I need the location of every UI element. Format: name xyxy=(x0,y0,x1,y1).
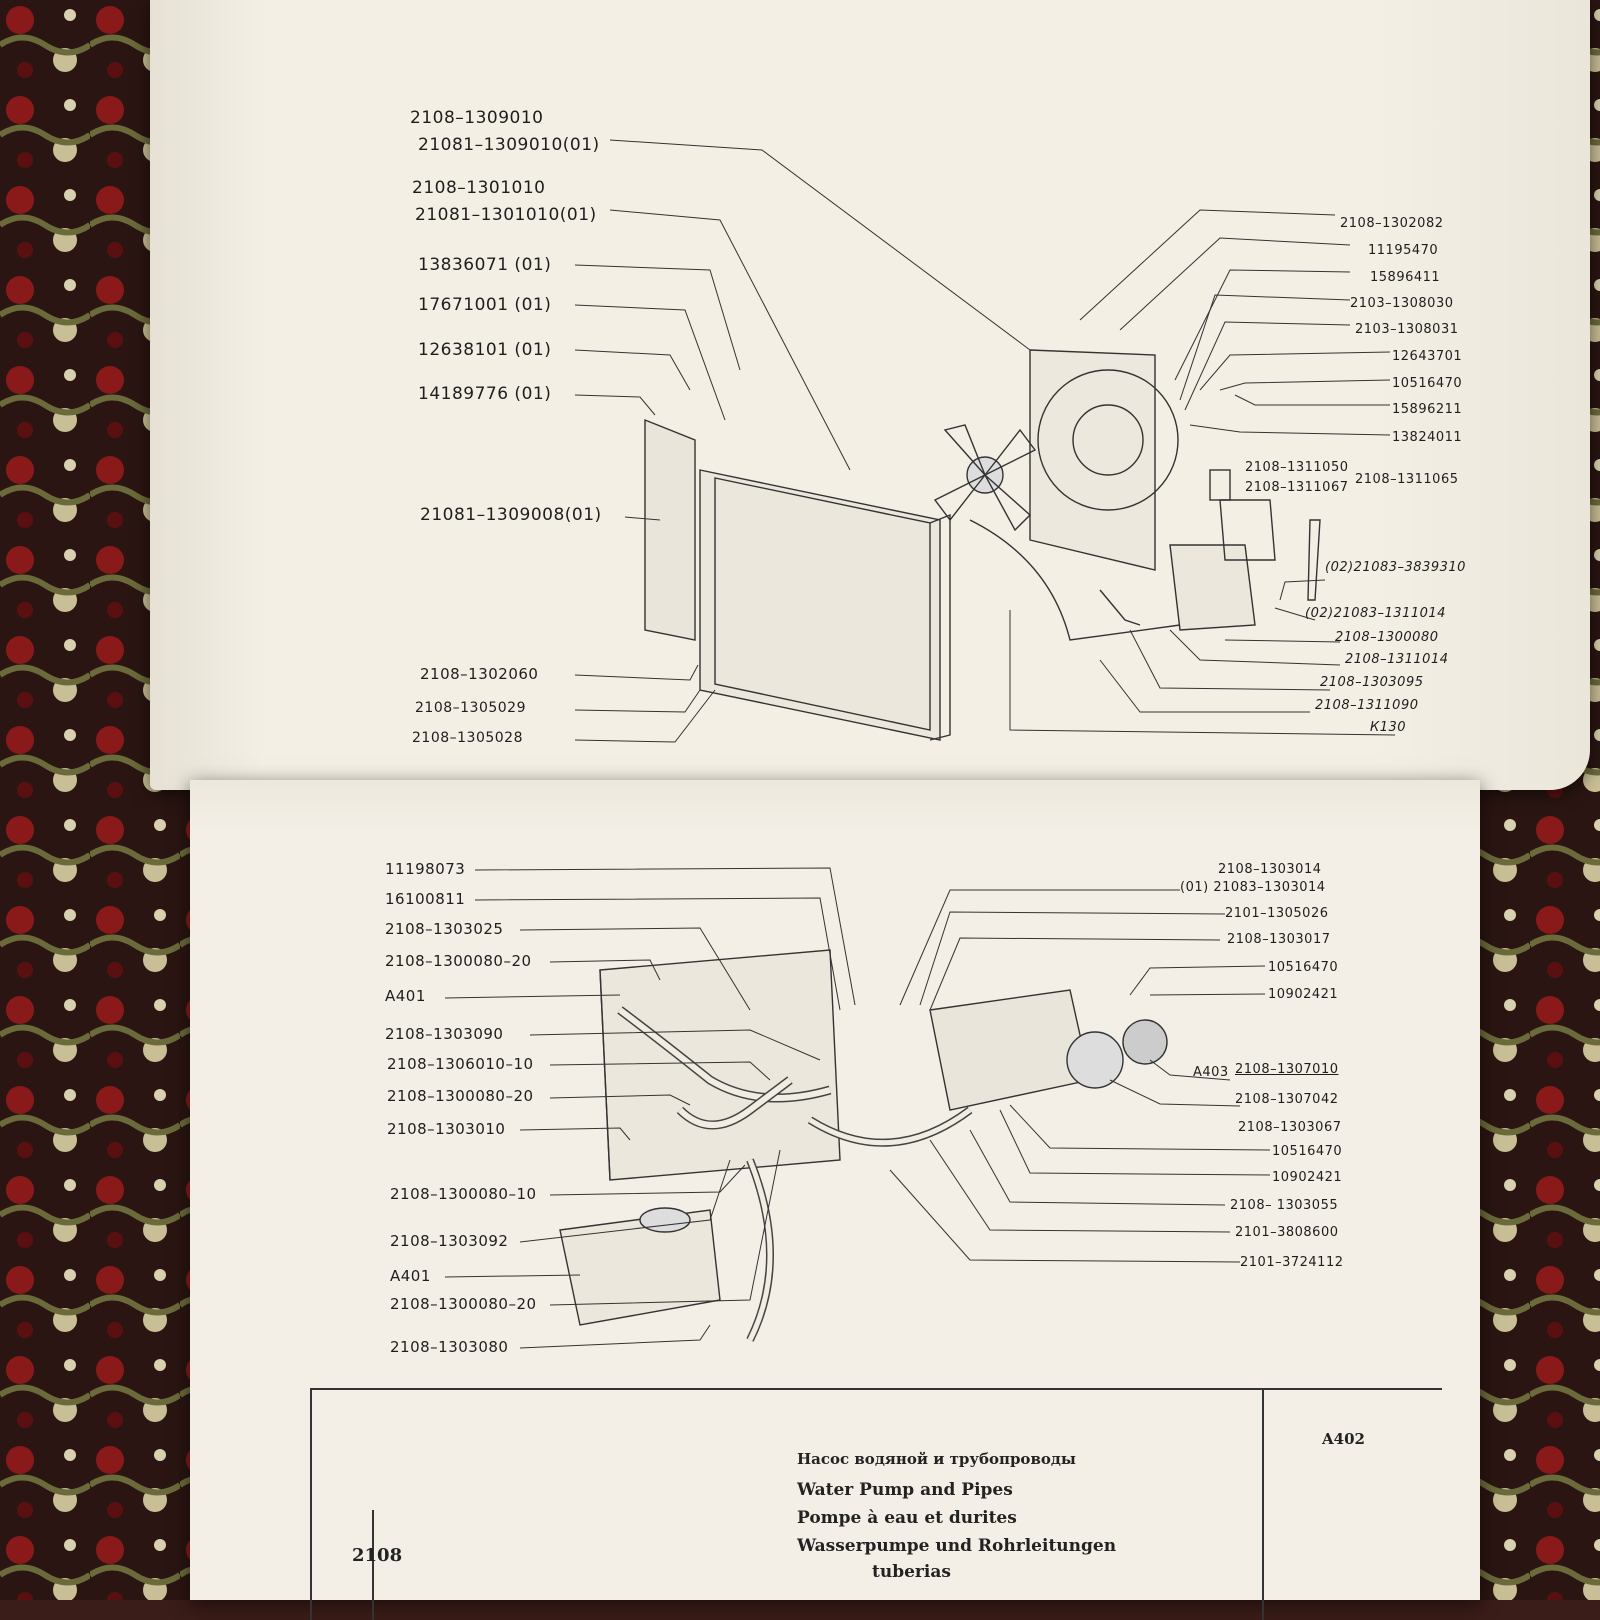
label-bottom-right-0: 2108–1303014 xyxy=(1218,862,1322,877)
label-bottom-left-4: А401 xyxy=(385,987,426,1005)
label-top-left-9: 2108–1302060 xyxy=(420,665,539,683)
label-top-right-17: 2108–1311090 xyxy=(1315,698,1419,713)
label-bottom-left-6: 2108–1306010–10 xyxy=(387,1055,534,1073)
label-bottom-right-11: 10902421 xyxy=(1272,1170,1343,1185)
label-top-right-11: 2108–1311065 xyxy=(1355,472,1459,487)
label-top-right-2: 15896411 xyxy=(1370,270,1441,285)
label-top-right-16: 2108–1303095 xyxy=(1320,675,1424,690)
label-top-left-8: 21081–1309008(01) xyxy=(420,505,602,525)
top-page: 2108–1309010 21081–1309010(01) 2108–1301… xyxy=(150,0,1590,790)
label-top-left-7: 14189776 (01) xyxy=(418,384,552,404)
caption-model: 2108 xyxy=(352,1545,403,1566)
label-bottom-right-3: 2108–1303017 xyxy=(1227,932,1331,947)
caption-title-es: tuberias xyxy=(872,1562,951,1582)
label-top-right-8: 13824011 xyxy=(1392,430,1463,445)
label-top-right-13: (02)21083–1311014 xyxy=(1305,606,1446,621)
label-top-right-15: 2108–1311014 xyxy=(1345,652,1449,667)
caption-title-ru: Насос водяной и трубопроводы xyxy=(797,1450,1076,1468)
label-bottom-right-10: 10516470 xyxy=(1272,1144,1343,1159)
caption-title-en: Water Pump and Pipes xyxy=(797,1480,1013,1500)
label-top-left-1: 21081–1309010(01) xyxy=(418,135,600,155)
caption-title-de: Wasserpumpe und Rohrleitungen xyxy=(797,1536,1117,1556)
label-top-left-2: 2108–1301010 xyxy=(412,178,546,198)
label-bottom-right-8: 2108–1307042 xyxy=(1235,1092,1339,1107)
label-bottom-right-2: 2101–1305026 xyxy=(1225,906,1329,921)
label-bottom-left-7: 2108–1300080–20 xyxy=(387,1087,534,1105)
label-top-right-1: 11195470 xyxy=(1368,243,1439,258)
caption-table: A402 Насос водяной и трубопроводы Water … xyxy=(310,1388,1442,1620)
label-bottom-left-10: 2108–1303092 xyxy=(390,1232,509,1250)
label-bottom-left-8: 2108–1303010 xyxy=(387,1120,506,1138)
label-bottom-right-9: 2108–1303067 xyxy=(1238,1120,1342,1135)
label-top-right-10: 2108–1311067 xyxy=(1245,480,1349,495)
label-top-left-10: 2108–1305029 xyxy=(415,700,526,716)
label-top-left-5: 17671001 (01) xyxy=(418,295,552,315)
label-bottom-left-12: 2108–1300080–20 xyxy=(390,1295,537,1313)
label-top-right-12: (02)21083–3839310 xyxy=(1325,560,1466,575)
label-bottom-left-3: 2108–1300080–20 xyxy=(385,952,532,970)
label-top-right-18: К130 xyxy=(1370,720,1407,735)
caption-divider xyxy=(1262,1390,1264,1620)
label-bottom-right-12: 2108– 1303055 xyxy=(1230,1198,1339,1213)
label-top-left-0: 2108–1309010 xyxy=(410,108,544,128)
label-bottom-right-5: 10902421 xyxy=(1268,987,1339,1002)
label-top-right-14: 2108–1300080 xyxy=(1335,630,1439,645)
caption-ref: A402 xyxy=(1322,1430,1365,1448)
water-pump-diagram xyxy=(444,867,1271,1349)
label-bottom-left-2: 2108–1303025 xyxy=(385,920,504,938)
label-bottom-right-14: 2101–3724112 xyxy=(1240,1255,1344,1270)
label-top-right-6: 10516470 xyxy=(1392,376,1463,391)
label-bottom-right-1: (01) 21083–1303014 xyxy=(1180,880,1326,895)
label-top-left-4: 13836071 (01) xyxy=(418,255,552,275)
leader-lines xyxy=(444,867,1271,1349)
caption-title-fr: Pompe à eau et durites xyxy=(797,1508,1017,1528)
label-bottom-left-11: А401 xyxy=(390,1267,431,1285)
leader-lines xyxy=(574,139,1396,743)
caption-divider-left xyxy=(372,1510,374,1620)
radiator-fan-diagram xyxy=(574,139,1396,743)
label-top-left-6: 12638101 (01) xyxy=(418,340,552,360)
label-top-right-0: 2108–1302082 xyxy=(1340,216,1444,231)
label-bottom-left-5: 2108–1303090 xyxy=(385,1025,504,1043)
label-bottom-right-7: 2108–1307010 xyxy=(1235,1062,1339,1077)
label-top-right-4: 2103–1308031 xyxy=(1355,322,1459,337)
label-bottom-right-6: А403 xyxy=(1193,1065,1229,1080)
label-top-right-9: 2108–1311050 xyxy=(1245,460,1349,475)
label-bottom-right-4: 10516470 xyxy=(1268,960,1339,975)
label-bottom-left-0: 11198073 xyxy=(385,860,466,878)
bottom-page: 11198073 16100811 2108–1303025 2108–1300… xyxy=(190,780,1480,1620)
label-bottom-left-9: 2108–1300080–10 xyxy=(390,1185,537,1203)
label-bottom-left-1: 16100811 xyxy=(385,890,466,908)
label-top-left-11: 2108–1305028 xyxy=(412,730,523,746)
label-top-right-5: 12643701 xyxy=(1392,349,1463,364)
label-top-left-3: 21081–1301010(01) xyxy=(415,205,597,225)
label-bottom-right-13: 2101–3808600 xyxy=(1235,1225,1339,1240)
label-top-right-3: 2103–1308030 xyxy=(1350,296,1454,311)
label-bottom-left-13: 2108–1303080 xyxy=(390,1338,509,1356)
label-top-right-7: 15896211 xyxy=(1392,402,1463,417)
